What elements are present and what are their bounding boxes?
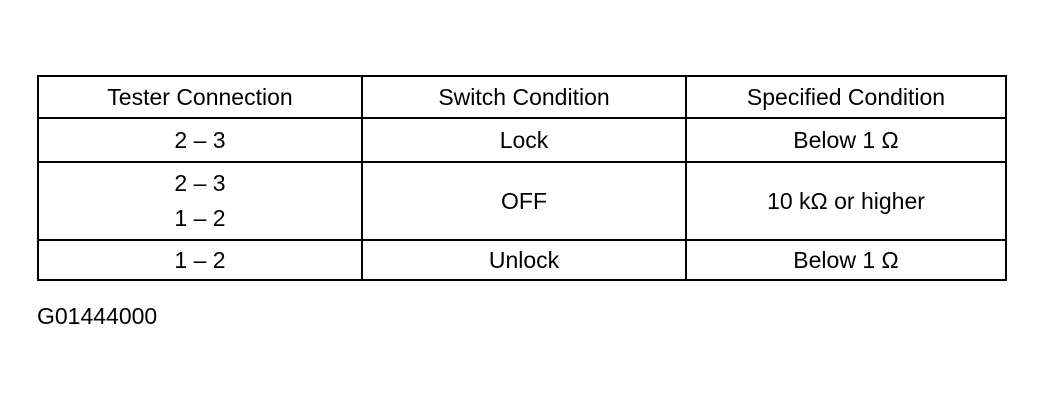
table-row: 2 – 3 Lock Below 1 Ω: [37, 117, 1007, 163]
tester-connection-cell: 2 – 3: [37, 117, 363, 163]
switch-condition-cell: Lock: [361, 117, 687, 163]
header-specified-condition: Specified Condition: [685, 75, 1007, 119]
table-row: 1 – 2 Unlock Below 1 Ω: [37, 239, 1007, 281]
switch-condition-cell: Unlock: [361, 239, 687, 281]
tester-connection-cell: 1 – 2: [37, 239, 363, 281]
specified-condition-cell: 10 kΩ or higher: [685, 161, 1007, 241]
header-tester-connection: Tester Connection: [37, 75, 363, 119]
figure-code: G01444000: [37, 303, 158, 329]
switch-condition-cell: OFF: [361, 161, 687, 241]
table-row: 2 – 3 1 – 2 OFF 10 kΩ or higher: [37, 161, 1007, 241]
spec-table: Tester Connection Switch Condition Speci…: [37, 75, 1007, 281]
tester-connection-cell: 2 – 3 1 – 2: [37, 161, 363, 241]
header-switch-condition: Switch Condition: [361, 75, 687, 119]
specified-condition-cell: Below 1 Ω: [685, 239, 1007, 281]
specified-condition-cell: Below 1 Ω: [685, 117, 1007, 163]
tester-connection-line: 1 – 2: [174, 205, 226, 231]
table-header-row: Tester Connection Switch Condition Speci…: [37, 75, 1007, 119]
tester-connection-line: 2 – 3: [174, 170, 226, 196]
